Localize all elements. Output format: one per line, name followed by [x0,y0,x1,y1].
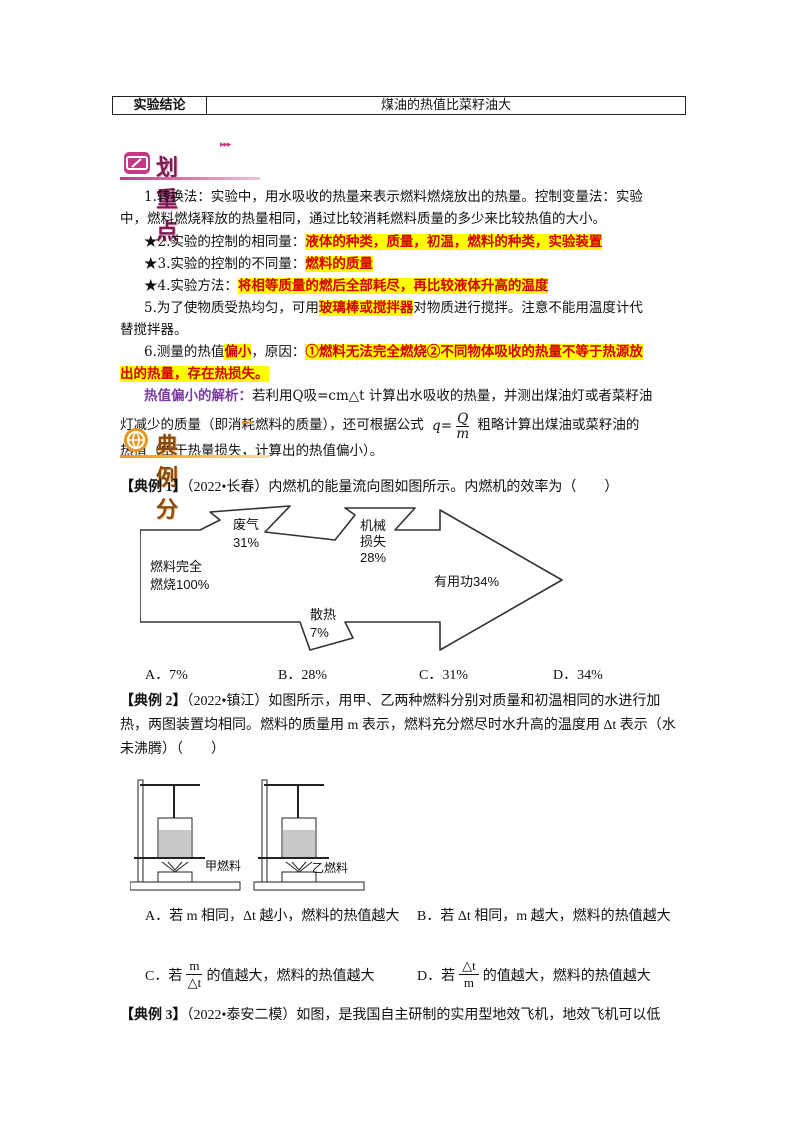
arrow-dots-icon: ▸▸▸ [242,418,254,428]
ex2-option-d[interactable]: D．若 △t m 的值越大，燃料的热值越大 [417,958,651,991]
point-7-end: 热值（由于热量损失，计算出的热值偏小）。 [120,443,384,459]
apparatus-a [130,779,241,891]
ex2-option-a[interactable]: A．若 m 相同，Δt 越小，燃料的热值越大 [145,909,400,924]
point-2: ★2.实验的控制的相同量：液体的种类，质量，初温，燃料的种类，实验装置 [144,234,603,250]
ex1-option-d[interactable]: D．34% [553,668,603,683]
heating-apparatus-figure [130,779,365,891]
ex1-option-c[interactable]: C．31% [419,668,468,683]
ex2-option-c[interactable]: C．若 m △t 的值越大，燃料的热值越大 [145,958,375,990]
fraction-m-over-dt: m △t [186,958,203,990]
example-1-stem: 【典例 1】（2022•长春）内燃机的能量流向图如图所示。内燃机的效率为（ ） [120,480,619,495]
point-7-formula-line: 灯减少的质量（即消耗燃料的质量），还可根据公式 q= Q m 粗略计算出煤油或菜… [120,410,640,442]
apparatus-b [253,779,365,891]
point-4: ★4.实验方法：将相等质量的燃后全部耗尽，再比较液体升高的温度 [144,278,549,294]
fuel-b-label: 乙燃料 [312,861,349,875]
diagram-useful-label: 有用功34% [434,574,500,589]
point-7: 热值偏小的解析：若利用Q吸=cm△t 计算出水吸收的热量，并测出煤油灯或者菜籽油 [144,388,653,404]
point-3: ★3.实验的控制的不同量：燃料的质量 [144,256,373,272]
flow-arrow-outline [140,505,563,651]
conclusion-table: 实验结论 煤油的热值比菜籽油大 [112,96,686,115]
pencil-icon [124,152,150,174]
point-1: 1.转换法：实验中，用水吸收的热量来表示燃料燃烧放出的热量。控制变量法：实验 中… [120,189,643,227]
diagram-input-label: 燃料完全燃烧100% [150,559,210,592]
fuel-a-label: 甲燃料 [205,859,242,873]
globe-icon [124,428,148,452]
example-3-stem: 【典例 3】（2022•泰安二模）如图，是我国自主研制的实用型地效飞机，地效飞机… [120,1008,661,1023]
example-2-stem: 【典例 2】（2022•镇江）如图所示，用甲、乙两种燃料分别对质量和初温相同的水… [120,694,676,757]
banner-underline [120,455,270,458]
banner-underline [120,177,260,180]
ex2-option-b[interactable]: B．若 Δt 相同，m 越大，燃料的热值越大 [417,909,671,924]
point-6: 6.测量的热值偏小，原因：①燃料无法完全燃烧②不同物体吸收的热量不等于热源放 出… [120,344,643,382]
table-header-cell: 实验结论 [113,97,207,114]
energy-flow-diagram [140,505,563,651]
fraction-dt-over-m: △t m [459,958,479,991]
ex1-option-a[interactable]: A．7% [145,668,188,683]
table-value-cell: 煤油的热值比菜籽油大 [380,98,511,113]
ex1-option-b[interactable]: B．28% [278,668,327,683]
arrow-dots-icon: ▸▸▸ [220,140,232,150]
point-5: 5.为了使物质受热均匀，可用玻璃棒或搅拌器对物质进行搅拌。注意不能用温度计代 替… [120,300,643,338]
banner-title: 划重点 [156,156,181,245]
formula-q: q= Q m [432,410,470,442]
